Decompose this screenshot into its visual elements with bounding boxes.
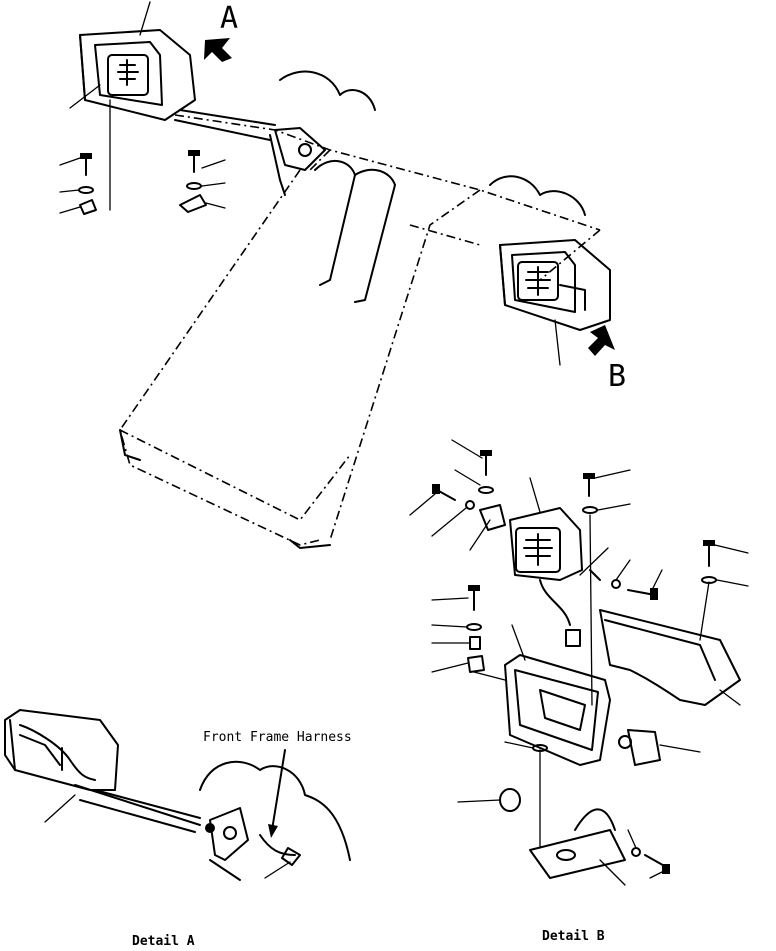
harness-leader: [271, 749, 286, 831]
detail-b-caption: Detail B: [542, 929, 605, 944]
view-b-letter: B: [608, 359, 626, 394]
view-b-arrow-icon: [588, 325, 615, 356]
view-a-callout: A: [204, 1, 238, 62]
headlamp-right: [499, 239, 611, 366]
harness-arrow-icon: [268, 824, 278, 838]
front-frame-harness-label: Front Frame Harness: [203, 730, 352, 745]
headlamp-left-fasteners: [59, 1, 226, 215]
detail-b-assembly: [409, 439, 749, 886]
detail-a-caption: Detail A: [132, 934, 195, 946]
view-a-letter: A: [220, 1, 238, 36]
headlamp-left: [79, 29, 276, 141]
detail-a-assembly: [4, 709, 351, 881]
front-frame: [119, 70, 601, 549]
harness-label: Front Frame Harness: [203, 730, 352, 838]
view-b-callout: B: [588, 325, 626, 394]
view-a-arrow-icon: [204, 38, 232, 62]
